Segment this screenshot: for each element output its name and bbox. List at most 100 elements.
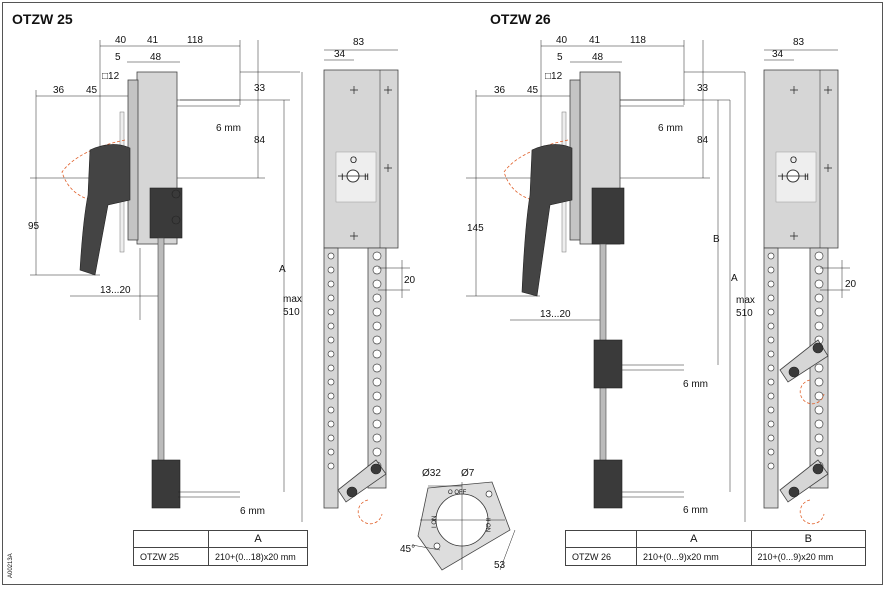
cutout-dim-45deg: 45°	[400, 544, 415, 555]
rail-hole	[327, 462, 335, 470]
rail-hole	[372, 447, 382, 457]
rail-hole	[767, 308, 775, 316]
document-code: A00213A	[8, 553, 14, 578]
rail-hole	[814, 377, 824, 387]
left-dim-83: 83	[353, 37, 365, 48]
left-dim-20: 20	[404, 275, 416, 286]
rail-hole	[814, 419, 824, 429]
right-table-header: A B	[565, 530, 866, 548]
left-dim-95: 95	[28, 221, 40, 232]
rail-hole	[327, 378, 335, 386]
left-dim-34: 34	[334, 49, 346, 60]
rail-hole	[327, 322, 335, 330]
left-switch-i: I	[341, 172, 344, 182]
rail-hole	[767, 350, 775, 358]
left-dim-6mm-bottom: 6 mm	[240, 506, 265, 517]
rail-hole	[327, 350, 335, 358]
cutout-dim-32: Ø32	[422, 468, 441, 479]
right-dim-510: 510	[736, 308, 753, 319]
right-spec-table: A B OTZW 26 210+(0...9)x20 mm 210+(0...9…	[565, 530, 866, 566]
left-spec-table: A OTZW 25 210+(0...18)x20 mm	[133, 530, 308, 566]
left-rail-holes	[327, 251, 382, 471]
right-dim-20: 20	[845, 279, 857, 290]
right-dim-41: 41	[589, 35, 601, 46]
right-dim-40: 40	[556, 35, 568, 46]
rail-hole	[327, 294, 335, 302]
left-dim-13-20: 13...20	[100, 285, 131, 296]
left-title: OTZW 25	[12, 11, 73, 27]
right-dim-13-20: 13...20	[540, 309, 571, 320]
rail-hole	[767, 294, 775, 302]
right-dim-84: 84	[697, 135, 709, 146]
right-dim-118: 118	[630, 35, 646, 46]
rail-hole	[767, 280, 775, 288]
rail-hole	[767, 420, 775, 428]
right-dim-83: 83	[793, 37, 805, 48]
rail-hole	[327, 308, 335, 316]
rail-hole	[767, 252, 775, 260]
rail-hole	[327, 364, 335, 372]
rail-hole	[814, 447, 824, 457]
right-dim-6mm-top: 6 mm	[658, 123, 683, 134]
rail-hole	[327, 448, 335, 456]
left-dim-84: 84	[254, 135, 266, 146]
left-table-header-empty	[133, 530, 209, 548]
left-dim-A: A	[279, 264, 286, 275]
right-dim-5: 5	[557, 52, 563, 63]
rail-hole	[767, 378, 775, 386]
table-row: OTZW 25 210+(0...18)x20 mm	[133, 547, 308, 566]
right-dim-33: 33	[697, 83, 709, 94]
rail-hole	[814, 391, 824, 401]
right-dim-45: 45	[527, 85, 539, 96]
left-dim-118: 118	[187, 35, 203, 46]
left-switch-ii: II	[364, 172, 369, 182]
left-dim-45: 45	[86, 85, 98, 96]
left-table-header-a: A	[208, 530, 308, 548]
left-table-model: OTZW 25	[133, 547, 209, 566]
left-dim-41: 41	[147, 35, 159, 46]
rail-hole	[327, 434, 335, 442]
rail-hole	[372, 349, 382, 359]
right-table-a-value: 210+(0...9)x20 mm	[636, 547, 752, 566]
rail-hole	[372, 251, 382, 261]
left-dim-48: 48	[150, 52, 162, 63]
rail-hole	[372, 321, 382, 331]
right-title: OTZW 26	[490, 11, 551, 27]
right-rail-holes	[767, 251, 824, 471]
right-switch-o: O	[790, 155, 797, 165]
rail-hole	[372, 335, 382, 345]
rail-hole	[372, 363, 382, 373]
left-dim-max: max	[283, 294, 302, 305]
rail-hole	[767, 462, 775, 470]
rail-hole	[767, 406, 775, 414]
rail-hole	[814, 321, 824, 331]
right-switch-i: I	[781, 172, 784, 182]
rail-hole	[327, 266, 335, 274]
rail-hole	[372, 377, 382, 387]
right-table-b-value: 210+(0...9)x20 mm	[750, 547, 866, 566]
rail-hole	[327, 336, 335, 344]
left-dim-12: □12	[102, 71, 120, 82]
rail-hole	[372, 293, 382, 303]
rail-hole	[372, 265, 382, 275]
rail-hole	[372, 419, 382, 429]
right-dim-34: 34	[772, 49, 784, 60]
right-switch-ii: II	[804, 172, 809, 182]
rail-hole	[814, 363, 824, 373]
rail-hole	[814, 279, 824, 289]
right-dim-max: max	[736, 295, 755, 306]
right-dim-48: 48	[592, 52, 604, 63]
rail-hole	[767, 434, 775, 442]
rail-hole	[814, 251, 824, 261]
right-table-header-empty	[565, 530, 637, 548]
rail-hole	[372, 279, 382, 289]
rail-hole	[814, 265, 824, 275]
rail-hole	[767, 266, 775, 274]
left-dim-33: 33	[254, 83, 266, 94]
rail-hole	[372, 391, 382, 401]
left-table-header: A	[133, 530, 308, 548]
cutout-dim-53: 53	[494, 560, 506, 571]
rail-hole	[814, 405, 824, 415]
cutout-iion-label: II ON	[484, 518, 490, 532]
